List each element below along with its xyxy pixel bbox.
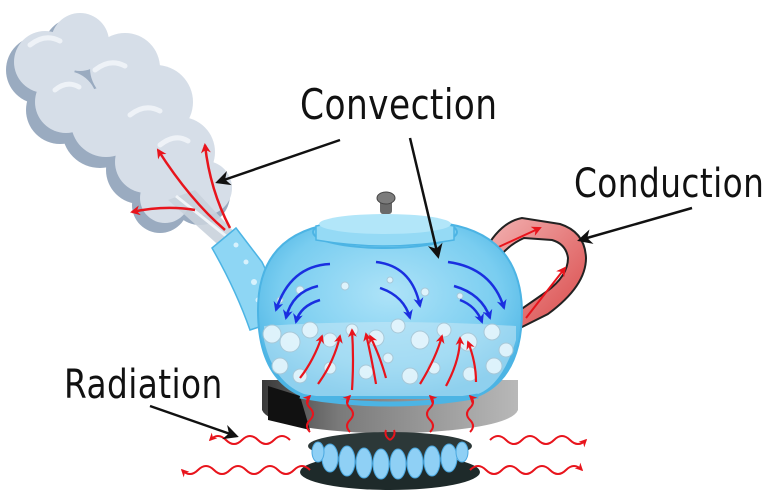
cool-water-arrows bbox=[273, 260, 507, 324]
label-pointer-arrows bbox=[149, 137, 693, 440]
label-radiation: Radiation bbox=[64, 362, 223, 408]
radiation-pointer bbox=[149, 404, 239, 440]
radiation-waves bbox=[180, 394, 588, 478]
conduction-pointer bbox=[577, 206, 693, 244]
label-convection: Convection bbox=[300, 80, 498, 129]
kettle-handle bbox=[482, 216, 588, 330]
convection-kettle-pointer bbox=[408, 137, 443, 259]
label-conduction: Conduction bbox=[574, 161, 765, 207]
kettle-lid bbox=[312, 214, 458, 249]
convection-steam-pointer bbox=[215, 138, 341, 186]
hot-water-arrows bbox=[299, 328, 478, 391]
gas-burner bbox=[300, 432, 480, 490]
glass-kettle bbox=[256, 223, 524, 407]
lid-knob bbox=[376, 191, 396, 214]
steam-convection-arrows bbox=[130, 143, 232, 231]
gas-burner-flames bbox=[311, 441, 469, 480]
